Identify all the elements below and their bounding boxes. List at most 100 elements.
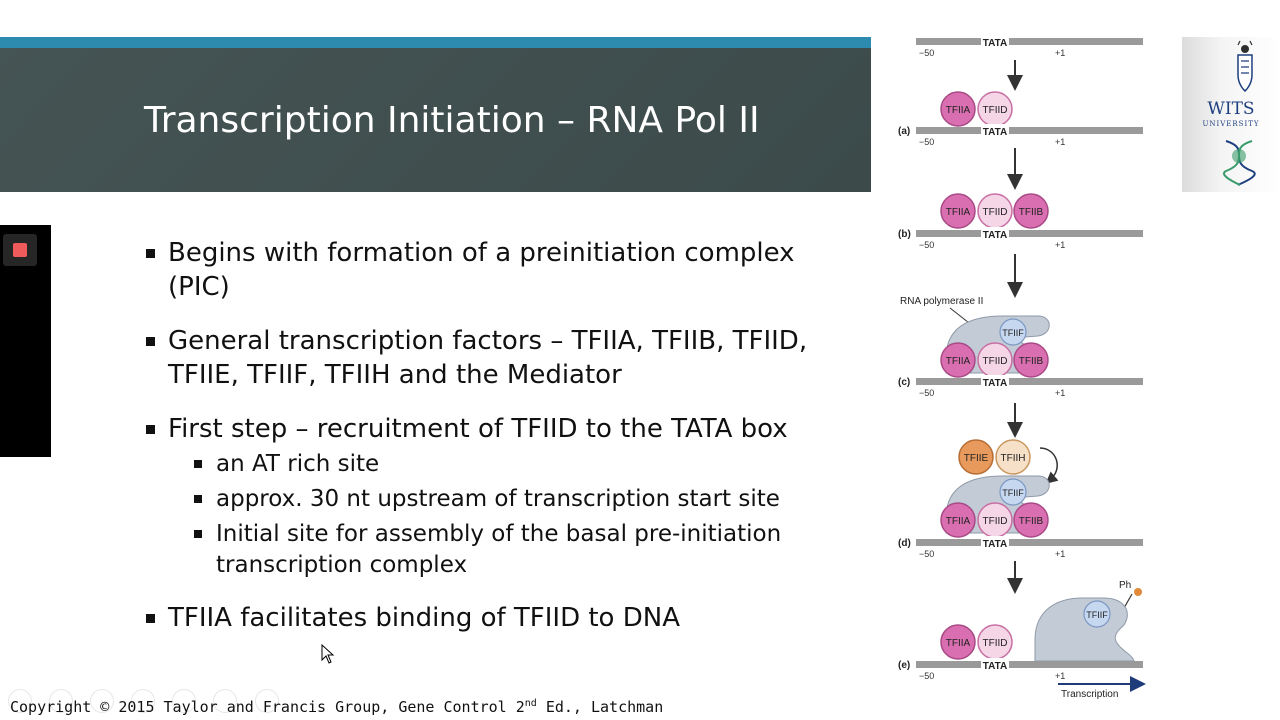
pic-assembly-figure: TATA −50 +1 TFIIA TFIID TATA (a) −50 +1 …	[898, 35, 1146, 700]
bullet-item: First step – recruitment of TFIID to the…	[146, 412, 836, 446]
bullet-marker	[146, 249, 155, 258]
tfiia-label: TFIIA	[946, 516, 971, 527]
tfiif-label: TFIIF	[1002, 488, 1024, 498]
bullet-text: General transcription factors – TFIIA, T…	[168, 326, 808, 390]
phosphate-dot	[1134, 588, 1142, 596]
sub-bullet-item: an AT rich site	[194, 449, 836, 480]
copyright-notice: Copyright © 2015 Taylor and Francis Grou…	[10, 698, 663, 716]
tata-label: TATA	[983, 539, 1007, 550]
banner-texture	[0, 48, 871, 192]
tfiid-label: TFIID	[983, 516, 1008, 527]
panel-c: RNA polymerase II TFIIF TFIIA TFIID TFII…	[898, 296, 1143, 398]
more-options-button[interactable]	[254, 689, 279, 713]
tfiih-label: TFIIH	[1001, 453, 1026, 464]
tfiid-label: TFIID	[983, 105, 1008, 116]
plus1-label: +1	[1055, 137, 1065, 147]
tfiie-label: TFIIE	[964, 453, 989, 464]
plus1-label: +1	[1055, 671, 1065, 681]
pen-tool-button[interactable]	[90, 689, 115, 713]
bullet-marker	[146, 614, 155, 623]
tfiia-label: TFIIA	[946, 356, 971, 367]
ph-label: Ph	[1119, 580, 1131, 591]
stop-recording-button[interactable]	[3, 234, 37, 266]
tfiif-label: TFIIF	[1002, 328, 1024, 338]
bullet-text: First step – recruitment of TFIID to the…	[168, 414, 788, 444]
rna-polymerase-shape	[1034, 597, 1135, 662]
panel-label: (b)	[898, 229, 911, 240]
next-slide-button[interactable]	[49, 689, 74, 713]
bullet-item: TFIIA facilitates binding of TFIID to DN…	[146, 601, 836, 635]
bullet-item: Begins with formation of a preinitiation…	[146, 236, 836, 304]
tata-label: TATA	[983, 38, 1007, 49]
transcription-label: Transcription	[1061, 689, 1118, 700]
tata-label: TATA	[983, 378, 1007, 389]
tfiia-label: TFIIA	[946, 207, 971, 218]
slide-title: Transcription Initiation – RNA Pol II	[144, 100, 760, 141]
sub-bullet-item: Initial site for assembly of the basal p…	[194, 519, 836, 581]
copyright-tail: Ed., Latchman	[536, 698, 664, 716]
sub-bullet-marker	[194, 530, 202, 538]
panel-label: (a)	[898, 126, 910, 137]
sub-bullet-text: Initial site for assembly of the basal p…	[216, 521, 782, 578]
tfiib-label: TFIIB	[1019, 207, 1044, 218]
sub-bullet-text: approx. 30 nt upstream of transcription …	[216, 486, 780, 512]
title-accent-bar	[0, 37, 871, 48]
copyright-sup: nd	[524, 698, 537, 709]
plus1-label: +1	[1055, 549, 1065, 559]
minus50-label: −50	[919, 549, 934, 559]
dna-strand-initial: TATA −50 +1	[916, 35, 1143, 58]
sub-bullet-item: approx. 30 nt upstream of transcription …	[194, 484, 836, 515]
subtitles-button[interactable]	[213, 689, 238, 713]
rnapol-label: RNA polymerase II	[900, 296, 983, 307]
bullet-text: Begins with formation of a preinitiation…	[168, 238, 795, 302]
logo-name: WITS	[1207, 99, 1255, 119]
bullet-list: Begins with formation of a preinitiation…	[146, 236, 836, 635]
mouse-cursor-icon	[321, 644, 335, 664]
tata-label: TATA	[983, 127, 1007, 138]
tata-label: TATA	[983, 230, 1007, 241]
panel-d: TFIIE TFIIH TFIIF TFIIA TFIID TFIIB TATA…	[898, 439, 1143, 559]
stop-icon	[13, 243, 27, 257]
zoom-button[interactable]	[172, 689, 197, 713]
sub-bullet-marker	[194, 460, 202, 468]
plus1-label: +1	[1055, 240, 1065, 250]
title-banner: Transcription Initiation – RNA Pol II	[0, 48, 871, 192]
tfiia-label: TFIIA	[946, 638, 971, 649]
university-logo: WITS UNIVERSITY	[1182, 37, 1280, 192]
tfiib-label: TFIIB	[1019, 356, 1044, 367]
ph-stem	[1123, 593, 1133, 609]
minus50-label: −50	[919, 48, 934, 58]
minus50-label: −50	[919, 671, 934, 681]
tfiid-label: TFIID	[983, 356, 1008, 367]
panel-a: TFIIA TFIID TATA (a) −50 +1	[898, 91, 1143, 147]
previous-slide-button[interactable]	[8, 689, 32, 713]
minus50-label: −50	[919, 137, 934, 147]
sub-bullet-text: an AT rich site	[216, 451, 380, 477]
minus50-label: −50	[919, 240, 934, 250]
bullet-marker	[146, 425, 155, 434]
bullet-item: General transcription factors – TFIIA, T…	[146, 324, 836, 392]
panel-e: Ph TFIIF TFIIA TFIID TATA (e) −50 +1 Tra…	[898, 580, 1146, 700]
bullet-text: TFIIA facilitates binding of TFIID to DN…	[168, 603, 680, 633]
tfiid-label: TFIID	[983, 207, 1008, 218]
plus1-label: +1	[1055, 48, 1065, 58]
presentation-toolbar	[8, 689, 291, 713]
copyright-main: Copyright © 2015 Taylor and Francis Grou…	[10, 698, 525, 716]
bullet-marker	[146, 337, 155, 346]
tfiib-label: TFIIB	[1019, 516, 1044, 527]
panel-label: (c)	[898, 377, 910, 388]
logo-subtitle: UNIVERSITY	[1202, 120, 1260, 128]
minus50-label: −50	[919, 388, 934, 398]
panel-label: (d)	[898, 538, 911, 549]
plus1-label: +1	[1055, 388, 1065, 398]
tfiid-label: TFIID	[983, 638, 1008, 649]
slides-grid-button[interactable]	[131, 689, 156, 713]
crest-icon	[1237, 40, 1253, 92]
sub-bullet-marker	[194, 495, 202, 503]
tfiif-label: TFIIF	[1086, 610, 1108, 620]
tfiia-label: TFIIA	[946, 105, 971, 116]
panel-b: TFIIA TFIID TFIIB TATA (b) −50 +1	[898, 193, 1143, 250]
tata-label: TATA	[983, 661, 1007, 672]
dna-helix-icon	[1223, 140, 1256, 186]
recruitment-arrow	[1039, 447, 1059, 484]
